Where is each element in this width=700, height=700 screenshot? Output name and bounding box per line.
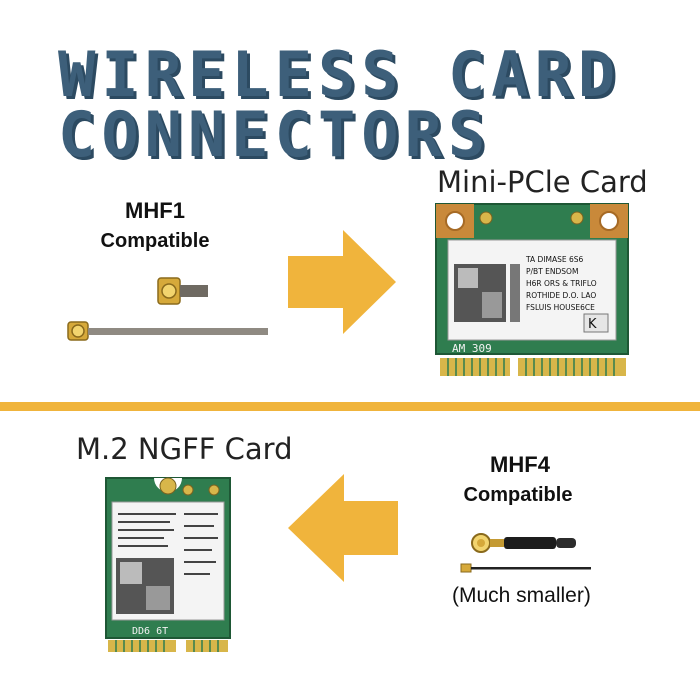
mhf4-connector-illustration xyxy=(460,533,591,573)
mhf1-connector-illustration xyxy=(67,277,268,341)
mhf1-cable-icon xyxy=(67,321,268,341)
arrow-left-icon xyxy=(288,474,398,582)
mini-pcie-card-label: Mini-PCle Card xyxy=(437,165,648,199)
mini-card-code: AM 309 xyxy=(452,342,492,355)
mini-card-text-4: FSLUIS HOUSE6CE xyxy=(526,303,595,312)
section-divider xyxy=(0,402,700,411)
much-smaller-note: (Much smaller) xyxy=(452,584,591,607)
mhf4-plug-icon xyxy=(471,533,576,553)
m2-ngff-card-label: M.2 NGFF Card xyxy=(76,432,293,466)
mini-card-text-0: TA DIMASE 6S6 xyxy=(525,255,584,264)
mini-pcie-card-image: TA DIMASE 6S6 P/BT ENDSOM H6R ORS & TRIF… xyxy=(434,203,632,380)
mini-card-text-3: ROTHIDE D.O. LAO xyxy=(526,291,596,300)
mhf4-label: MHF4 xyxy=(490,452,550,477)
mini-card-text-2: H6R ORS & TRIFLO xyxy=(526,279,597,288)
mhf1-label: MHF1 xyxy=(125,198,185,223)
title-line-2: CONNECTORS xyxy=(58,98,492,171)
arrow-right-icon xyxy=(288,230,396,334)
mini-card-text-1: P/BT ENDSOM xyxy=(526,267,578,276)
mini-card-mark: K xyxy=(588,317,597,332)
mhf4-cable-icon xyxy=(460,563,591,573)
title-line-1: WIRELESS CARD xyxy=(58,38,622,111)
mhf1-plug-icon xyxy=(157,277,208,305)
m2-card-image: DD6 6T xyxy=(105,477,231,652)
mhf4-compatible-label: Compatible xyxy=(463,484,573,506)
mhf1-compatible-label: Compatible xyxy=(100,230,210,252)
m2-card-code: DD6 6T xyxy=(132,626,168,637)
